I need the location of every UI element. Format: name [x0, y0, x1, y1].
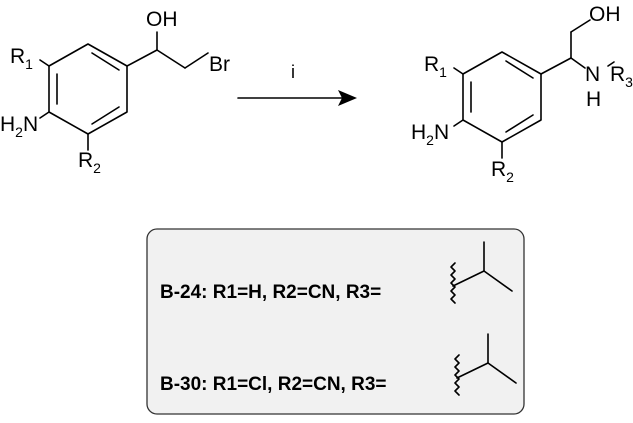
- product-bond-r1: [453, 67, 464, 75]
- isopropyl-bond: [452, 270, 485, 287]
- substituent-box-frame: [146, 228, 525, 415]
- product-bond-oh: [570, 19, 591, 33]
- reactant-nh2-label: H2N: [0, 113, 38, 140]
- reactant-r2-label: R2: [78, 149, 101, 176]
- wavy-attachment-bond: [454, 354, 460, 396]
- isopropyl-bond: [456, 362, 489, 379]
- product-r3-subscript: 3: [625, 74, 633, 90]
- isopropyl-group-b30: [454, 333, 517, 396]
- product-bond-nh: [570, 57, 586, 69]
- reactant-br-label: Br: [209, 53, 230, 76]
- product-nh2-h: H: [411, 121, 426, 144]
- product-nh2-subscript: 2: [426, 132, 434, 148]
- product-structure: OH N H R3 R1 H2N R2: [411, 3, 633, 185]
- product-bond: [540, 57, 572, 75]
- product-r3-letter: R: [610, 63, 625, 86]
- product-nh2-label: H2N: [411, 121, 449, 148]
- isopropyl-group-b24: [450, 241, 513, 304]
- product-oh-label: OH: [589, 3, 621, 26]
- reactant-r1-letter: R: [10, 45, 25, 68]
- reactant-bond-br: [184, 52, 209, 69]
- reactant-bond: [126, 49, 158, 67]
- reactant-benzene-ring: [48, 43, 128, 135]
- compound-b24-label: B-24: R1=H, R2=CN, R3=: [160, 282, 381, 303]
- reagent-label: i: [291, 62, 295, 82]
- reactant-nh2-subscript: 2: [15, 124, 23, 140]
- product-nh2-n: N: [434, 121, 449, 144]
- product-n-label: N: [585, 63, 600, 86]
- reactant-ring-double-bond: [91, 52, 120, 71]
- product-r1-subscript: 1: [439, 64, 447, 80]
- product-r1-letter: R: [424, 53, 439, 76]
- reactant-r1-subscript: 1: [25, 56, 33, 72]
- arrow-head: [338, 90, 357, 106]
- product-ring-double-bond: [505, 114, 534, 133]
- product-nh-h-label: H: [586, 88, 601, 111]
- isopropyl-bond: [483, 270, 513, 292]
- product-r2-label: R2: [491, 158, 514, 185]
- wavy-attachment-bond: [450, 262, 456, 304]
- reactant-bond-r1: [39, 59, 50, 67]
- reactant-nh2-n: N: [23, 113, 38, 136]
- isopropyl-bond: [487, 362, 517, 384]
- reactant-bond-nh2: [39, 111, 50, 119]
- reactant-r2-letter: R: [78, 149, 93, 172]
- reactant-r1-label: R1: [10, 45, 33, 72]
- compound-b30-label: B-30: R1=Cl, R2=CN, R3=: [160, 374, 387, 395]
- reactant-nh2-h: H: [0, 113, 15, 136]
- reactant-r2-subscript: 2: [93, 160, 101, 176]
- reactant-structure: OH Br R1 H2N R2: [0, 8, 230, 176]
- product-r1-label: R1: [424, 53, 447, 80]
- product-bond-r3: [607, 61, 615, 67]
- product-benzene-ring: [462, 51, 542, 143]
- reactant-bond: [156, 49, 186, 69]
- product-r2-letter: R: [491, 158, 506, 181]
- reactant-oh-label: OH: [146, 8, 178, 31]
- reactant-ring-double-bond: [91, 106, 120, 125]
- reaction-arrow: i: [237, 62, 357, 106]
- product-r2-subscript: 2: [506, 169, 514, 185]
- product-bond-nh2: [453, 119, 464, 127]
- product-r3-label: R3: [610, 63, 633, 90]
- substituent-box: B-24: R1=H, R2=CN, R3= B-30: R1=Cl, R2=C…: [146, 228, 525, 415]
- product-ring-double-bond: [505, 60, 534, 79]
